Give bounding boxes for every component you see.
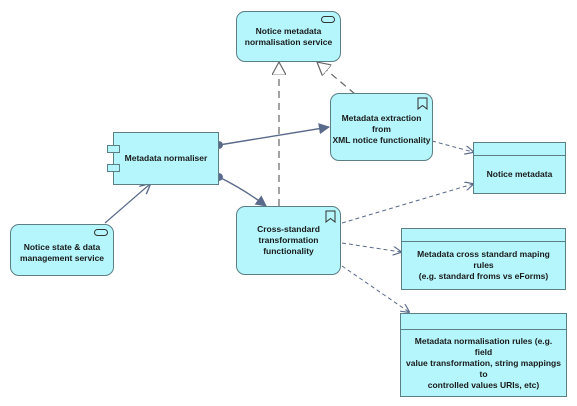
assignment-normaliser-to-cross: [215, 173, 267, 207]
notice-state-service-label: Notice state & data management service: [19, 242, 105, 263]
serving-state-to-normaliser: [104, 184, 150, 224]
cross-standard-rules-label: Metadata cross standard maping rules (e.…: [417, 248, 550, 281]
component-tab-bottom: [107, 164, 120, 172]
metadata-extraction-function-node[interactable]: Metadata extraction from XML notice func…: [330, 93, 433, 161]
cross-standard-function-node[interactable]: Cross-standard transformation functional…: [236, 206, 341, 275]
metadata-normalisation-service-node[interactable]: Notice metadata normalisation service: [236, 11, 341, 62]
notice-metadata-node[interactable]: Notice metadata: [473, 142, 566, 194]
function-icon: [325, 210, 336, 223]
cross-standard-function-label: Cross-standard transformation functional…: [257, 224, 320, 256]
metadata-normalisation-service-label: Notice metadata normalisation service: [244, 25, 333, 47]
normalisation-rules-node[interactable]: Metadata normalisation rules (e.g. field…: [400, 313, 567, 397]
data-object-header-band: [474, 155, 565, 156]
metadata-normaliser-node[interactable]: Metadata normaliser: [107, 132, 219, 185]
service-icon: [94, 229, 108, 236]
function-icon: [417, 97, 428, 110]
component-tab-top: [107, 145, 120, 153]
service-icon: [321, 16, 335, 23]
access-cross-to-rules: [341, 242, 401, 252]
access-extraction-to-metadata: [431, 140, 473, 152]
realization-extraction-to-service: [317, 62, 356, 95]
notice-metadata-label: Notice metadata: [486, 168, 553, 179]
metadata-extraction-function-label: Metadata extraction from XML notice func…: [332, 112, 431, 145]
data-object-header-band: [402, 241, 565, 242]
data-object-header-band: [401, 329, 566, 330]
access-cross-to-normalisation-rules: [341, 265, 409, 312]
normalisation-rules-label: Metadata normalisation rules (e.g. field…: [406, 335, 561, 390]
metadata-normaliser-label: Metadata normaliser: [124, 153, 208, 163]
access-cross-to-metadata: [341, 184, 473, 224]
cross-standard-rules-node[interactable]: Metadata cross standard maping rules (e.…: [401, 228, 566, 290]
assignment-normaliser-to-extraction: [215, 123, 331, 149]
notice-state-service-node[interactable]: Notice state & data management service: [10, 224, 114, 276]
